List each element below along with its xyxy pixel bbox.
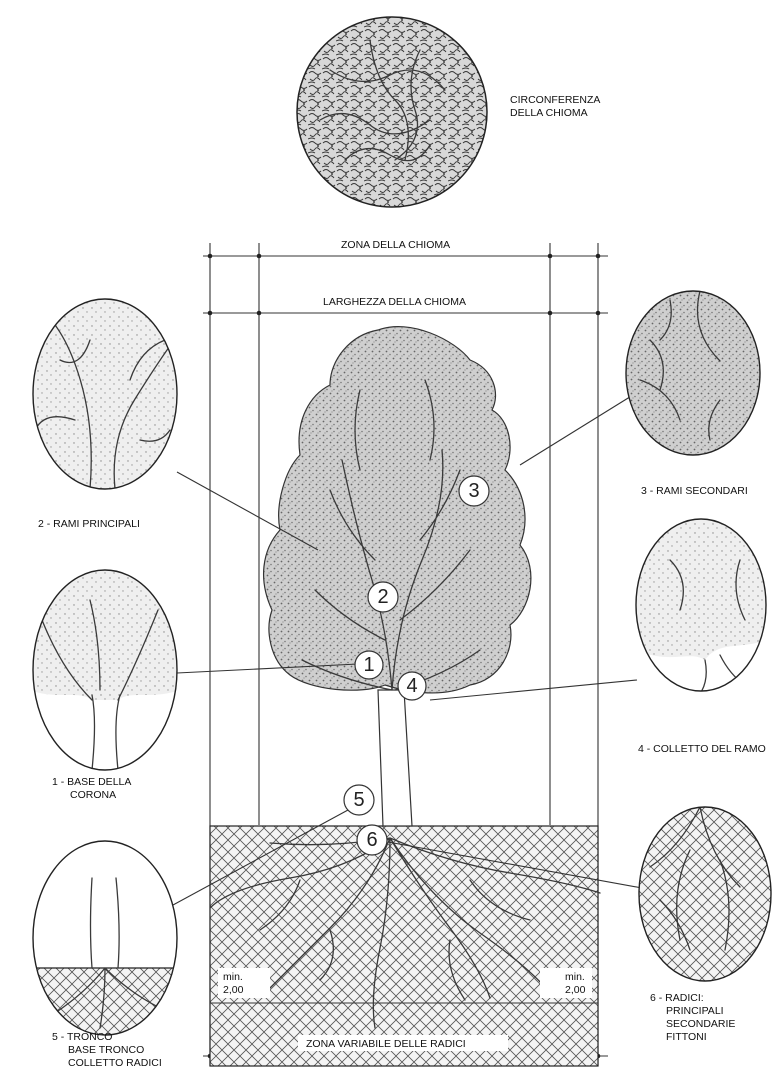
detail-4-label: 4 - COLLETTO DEL RAMO bbox=[638, 743, 766, 755]
marker-3-text: 3 bbox=[468, 480, 479, 502]
detail-5-label-line3: COLLETTO RADICI bbox=[68, 1057, 162, 1069]
detail-1-label-line1: 1 - BASE DELLA bbox=[52, 776, 131, 788]
detail-2-label: 2 - RAMI PRINCIPALI bbox=[38, 518, 140, 530]
detail-6-label-line3: SECONDARIE bbox=[666, 1018, 735, 1030]
detail-crown-base bbox=[30, 570, 180, 770]
detail-5-label-line1: 5 - TRONCO bbox=[52, 1031, 112, 1043]
root-zone-label: ZONA VARIABILE DELLE RADICI bbox=[306, 1038, 466, 1050]
tree-illustration bbox=[264, 327, 531, 826]
detail-6-label-line1: 6 - RADICI: bbox=[650, 992, 704, 1004]
detail-roots bbox=[639, 807, 771, 981]
detail-main-branches bbox=[33, 299, 177, 489]
detail-secondary-branches bbox=[626, 291, 760, 455]
marker-6-text: 6 bbox=[366, 829, 377, 851]
detail-6-label-line2: PRINCIPALI bbox=[666, 1005, 724, 1017]
detail-branch-collar bbox=[636, 519, 766, 720]
crown-circumference-label-line2: DELLA CHIOMA bbox=[510, 107, 588, 119]
marker-2-text: 2 bbox=[377, 586, 388, 608]
root-zone bbox=[210, 826, 600, 1066]
detail-1-label-line2: CORONA bbox=[70, 789, 116, 801]
marker-5-text: 5 bbox=[353, 789, 364, 811]
marker-1-text: 1 bbox=[363, 654, 374, 676]
min-right-label-line2: 2,00 bbox=[565, 984, 586, 996]
min-left-label-line2: 2,00 bbox=[223, 984, 244, 996]
detail-trunk bbox=[30, 841, 180, 1038]
min-left-label-line1: min. bbox=[223, 971, 243, 983]
min-right-label-line1: min. bbox=[565, 971, 585, 983]
detail-6-label-line4: FITTONI bbox=[666, 1031, 707, 1043]
detail-3-label: 3 - RAMI SECONDARI bbox=[641, 485, 748, 497]
crown-width-label: LARGHEZZA DELLA CHIOMA bbox=[323, 296, 466, 308]
crown-circumference-label-line1: CIRCONFERENZA bbox=[510, 94, 600, 106]
crown-circumference-illustration bbox=[297, 17, 487, 207]
detail-5-label-line2: BASE TRONCO bbox=[68, 1044, 144, 1056]
marker-4-text: 4 bbox=[406, 675, 417, 697]
crown-zone-label: ZONA DELLA CHIOMA bbox=[341, 239, 450, 251]
